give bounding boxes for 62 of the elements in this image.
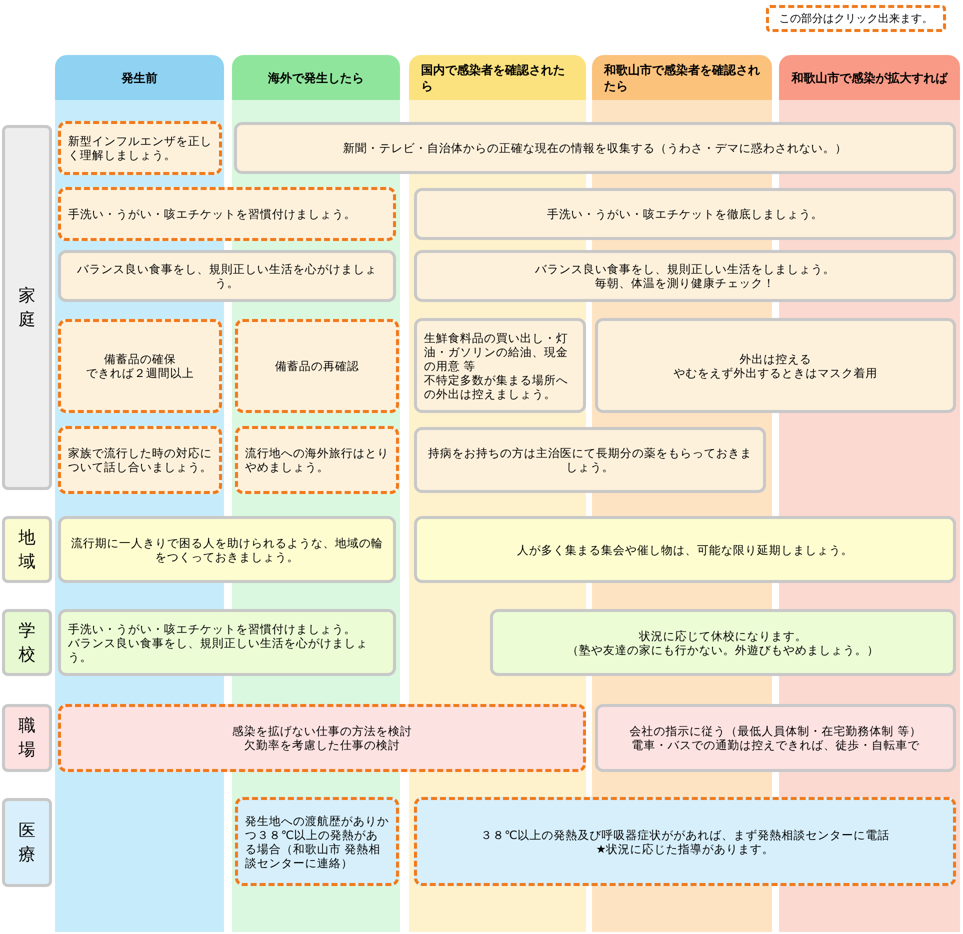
cell-text: やむをえず外出するときはマスク着用: [674, 366, 878, 380]
info-box: [58, 609, 396, 676]
clickable-box: [58, 187, 396, 241]
cell-text: 新聞・テレビ・自治体からの正確な現在の情報を収集する（うわさ・デマに惑わされない。）: [343, 141, 847, 155]
legend-note: この部分はクリック出来ます。: [766, 5, 946, 32]
cell-text: 備蓄品の確保: [104, 352, 176, 366]
cell-text: バランス良い食事をし、規則正しい生活を心がけましょう。: [68, 636, 369, 664]
cell-text: 持病をお持ちの方は主治医にて長期分の薬をもらっておきましょう。: [427, 446, 753, 474]
cell-text: 手洗い・うがい・咳エチケットを習慣付けましょう。: [68, 207, 356, 221]
clickable-box: [235, 426, 399, 494]
cell-text: 不特定多数が集まる場所への外出は控えましょう。: [424, 372, 569, 400]
column-header: 発生前: [55, 55, 224, 100]
row-header: 医療: [2, 798, 52, 887]
cell-text: 生鮮食料品の買い出し・灯油・ガソリンの給油、現金の用意 等: [424, 330, 569, 372]
cell-text: 感染を拡げない仕事の方法を検討: [232, 724, 412, 738]
clickable-box: [58, 704, 586, 772]
clickable-box: [58, 319, 222, 413]
cell-text: 発生地への渡航歴がありかつ３８℃以上の発熱がある場合（和歌山市 発熱相談センターに連絡）: [245, 814, 389, 870]
info-box: [414, 516, 956, 583]
clickable-box: [58, 426, 222, 494]
clickable-box: [235, 319, 399, 413]
cell-text: 手洗い・うがい・咳エチケットを習慣付けましょう。: [68, 622, 356, 636]
cell-text: ３８℃以上の発熱及び呼吸器症状ががあれば、まず発熱相談センターに電話: [480, 828, 890, 842]
cell-text: できれば２週間以上: [86, 366, 194, 380]
cell-text: 新型インフルエンザを正しく理解しましょう。: [68, 134, 212, 162]
cell-text: バランス良い食事をし、規則正しい生活を心がけましょう。: [76, 262, 378, 290]
clickable-box: [235, 797, 399, 886]
info-box: [414, 188, 956, 240]
cell-text: 家族で流行した時の対応について話し合いましょう。: [68, 446, 212, 474]
cell-text: 会社の指示に従う（最低人員体制・在宅勤務体制 等）: [630, 724, 922, 738]
clickable-box: [414, 797, 956, 886]
info-box: [58, 516, 396, 583]
row-header: 職場: [2, 704, 52, 772]
row-header: 家庭: [2, 125, 52, 490]
clickable-box: [58, 121, 222, 175]
cell-text: 備蓄品の再確認: [275, 359, 359, 373]
info-box: [414, 250, 956, 302]
cell-text: ★状況に応じた指導があります。: [596, 842, 774, 856]
cell-text: 流行地への海外旅行はとりやめましょう。: [245, 446, 389, 474]
info-box: [58, 250, 396, 302]
info-box: [414, 318, 586, 413]
column-header: 和歌山市で感染が拡大すれば: [779, 55, 960, 100]
info-box: [595, 318, 956, 413]
row-header: 地域: [2, 516, 52, 583]
cell-text: 電車・バスでの通勤は控えできれば、徒歩・自転車で: [632, 738, 920, 752]
cell-text: 状況に応じて休校になります。: [639, 628, 807, 642]
info-box: [234, 122, 956, 174]
cell-text: 外出は控える: [740, 352, 812, 366]
column-header: 海外で発生したら: [232, 55, 400, 100]
info-box: [414, 427, 766, 493]
info-box: [490, 609, 956, 676]
cell-text: 流行期に一人きりで困る人を助けられるような、地域の輪をつくっておきましょう。: [70, 536, 384, 564]
cell-text: バランス良い食事をし、規則正しい生活をしましょう。: [535, 262, 835, 276]
column-header: 和歌山市で感染者を確認されたら: [592, 55, 772, 100]
row-header: 学校: [2, 609, 52, 676]
cell-text: （塾や友達の家にも行かない。外遊びもやめましょう。）: [567, 642, 879, 656]
column-header: 国内で感染者を確認されたら: [409, 55, 586, 100]
cell-text: 毎朝、体温を測り健康チェック！: [595, 276, 775, 290]
cell-text: 欠勤率を考慮した仕事の検討: [244, 738, 400, 752]
cell-text: 人が多く集まる集会や催し物は、可能な限り延期しましょう。: [517, 542, 853, 556]
cell-text: 手洗い・うがい・咳エチケットを徹底しましょう。: [547, 207, 823, 221]
info-box: [595, 704, 956, 772]
